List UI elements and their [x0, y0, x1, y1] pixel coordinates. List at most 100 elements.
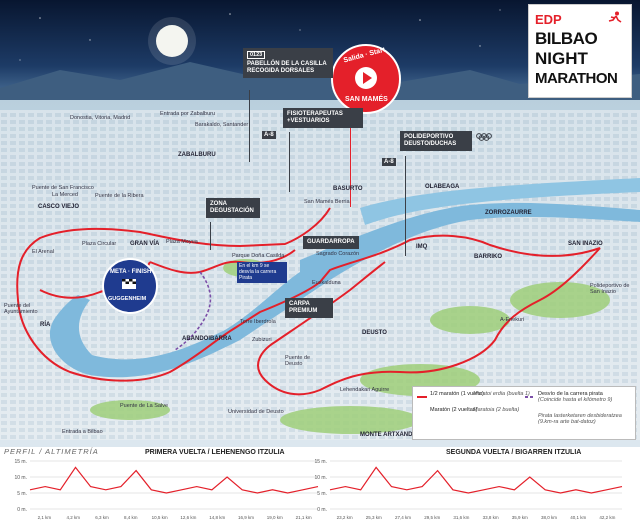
second-x-tick: 23,2 km [337, 515, 353, 520]
label-entrada-zabalburu: Entrada por Zabalburu [160, 111, 216, 117]
first-lap-title: PRIMERA VUELTA / LEHENENGO ITZULIA [145, 449, 285, 456]
first-y-tick: 5 m. [17, 491, 27, 497]
label-el-arenal: El Arenal [32, 249, 55, 255]
first-x-tick: 4,2 km [66, 515, 80, 520]
physio-pin [289, 132, 290, 192]
second-x-tick: 33,8 km [483, 515, 499, 520]
second-x-tick: 42,2 km [599, 515, 615, 520]
label-polideportivo-si: Polideportivo de San Inazio [590, 283, 630, 295]
first-x-tick: 16,9 km [238, 515, 254, 520]
legend-half-swatch [417, 396, 427, 398]
label-a8-b: A-8 [382, 158, 396, 166]
start-badge: Salida · Start SAN MAMÉS [331, 44, 401, 114]
label-zabalburu: ZABALBURU [178, 152, 216, 158]
label-sagrado: Sagrado Corazón [316, 251, 360, 257]
first-x-tick: 10,5 km [152, 515, 168, 520]
label-puente-sf: Puente de San Francisco [32, 185, 94, 191]
first-y-tick: 15 m. [14, 459, 27, 465]
altimetry-profile: PERFIL / ALTIMETRÍA PRIMERA VUELTA / LEH… [0, 447, 640, 523]
legend-item-half: 1/2 maratón (1 vuelta) [430, 391, 484, 397]
start-pin [350, 112, 351, 207]
first-profile-line [29, 466, 319, 494]
label-abandoibarra: ABANDOIBARRA [182, 336, 232, 342]
label-entrada-bilbao: Entrada a Bilbao [62, 429, 103, 435]
second-x-tick: 35,9 km [512, 515, 528, 520]
label-monte-artxanda: MONTE ARTXANDA [360, 432, 417, 438]
first-x-tick: 21,1 km [296, 515, 312, 520]
legend-half-es: 1/2 maratón (1 vuelta) [430, 391, 484, 397]
second-x-tick: 27,4 km [395, 515, 411, 520]
runner-icon [608, 11, 622, 23]
label-la-merced: La Merced [52, 192, 78, 198]
label-a-enekuri: A-Enekuri [500, 317, 525, 323]
label-deusto: DEUSTO [362, 330, 387, 336]
start-badge-top: Salida · Start [342, 46, 386, 65]
label-san-inazio: SAN INAZIO [568, 241, 603, 247]
start-badge-bottom: SAN MAMÉS [345, 96, 388, 103]
legend-full-eu: Maratoia (2 buelta) [473, 407, 520, 413]
first-x-tick: 2,1 km [38, 515, 52, 520]
logo-line1: BILBAO [535, 29, 598, 48]
label-donostia: Donostia, Vitoria, Madrid [70, 115, 131, 121]
second-y-tick: 15 m. [314, 459, 327, 465]
label-a8-a: A-8 [262, 131, 276, 139]
pavilion-text: PABELLÓN DE LA CASILLA RECOGIDA DORSALES [247, 61, 327, 75]
label-barakaldo: Barakaldo, Santander [195, 122, 249, 128]
tasting-pin [210, 222, 211, 250]
legend-pirate-eu-note: (9.km-ra arte bat-datoz) [538, 419, 596, 426]
legend-pirate-eu: Pirata lasterketaren desbideratzea [538, 413, 622, 419]
logo-line3: MARATHON [535, 70, 618, 87]
finish-badge: META · FINISH GUGGENHEIM [102, 258, 158, 314]
label-zorrozaurre: ZORROZAURRE [485, 210, 532, 216]
pavilion-flag: 0123 PABELLÓN DE LA CASILLA RECOGIDA DOR… [243, 48, 333, 79]
finish-badge-top: META · FINISH [110, 269, 152, 275]
label-barrio: BARRIKO [474, 254, 502, 260]
deusto-flag: POLIDEPORTIVO DEUSTO/DUCHAS [400, 131, 492, 151]
moon [156, 25, 188, 57]
label-casco-viejo: CASCO VIEJO [38, 204, 80, 210]
second-profile-line [329, 466, 623, 494]
label-ria: RÍA [40, 322, 51, 328]
label-puente-ayto: Puente del Ayuntamiento [4, 303, 38, 315]
first-y-tick: 10 m. [14, 475, 27, 481]
legend-half-eu: Maratoi erdia (buelta 1) [473, 391, 530, 397]
label-gran-via: GRAN VÍA [130, 241, 160, 247]
label-basurto: BASURTO [333, 186, 363, 192]
second-x-tick: 40,1 km [570, 515, 586, 520]
cloakroom-flag: GUARDARROPA [303, 236, 359, 249]
legend-item-half-eu: Maratoi erdia (buelta 1) [473, 391, 530, 397]
pirate-note: En el km 9 se desvía la carrera Pirata [237, 262, 287, 284]
first-x-tick: 19,0 km [267, 515, 283, 520]
legend-pirate-es: Desvío de la carrera pirata [538, 391, 603, 397]
moon-glow [148, 17, 196, 65]
legend-item-full-eu: Maratoia (2 buelta) [473, 407, 519, 413]
legend-item-pirate: Desvío de la carrera pirata (Coincide ha… [538, 391, 612, 404]
route-legend: 1/2 maratón (1 vuelta) Maratoi erdia (bu… [412, 386, 636, 440]
legend-pirate-note: (Coincide hasta el kilómetro 9) [538, 397, 613, 404]
play-icon [355, 67, 377, 89]
tasting-flag: ZONA DEGUSTACIÓN [206, 198, 260, 218]
first-y-tick: 0 m. [17, 507, 27, 513]
first-x-tick: 12,6 km [180, 515, 196, 520]
label-imq: IMQ [416, 244, 428, 250]
label-puente-salve: Puente de La Salve [120, 403, 169, 409]
second-x-tick: 31,6 km [453, 515, 469, 520]
label-universidad: Universidad de Deusto [228, 409, 284, 415]
label-lehendakari: Lehendakari Aguirre [340, 387, 390, 393]
label-plaza-moyua: Plaza Moyua [166, 239, 198, 245]
logo-line2: NIGHT [535, 49, 588, 68]
label-san-mames: San Mamés Berria [304, 199, 350, 205]
second-y-tick: 0 m. [317, 507, 327, 513]
profile-label: PERFIL / ALTIMETRÍA [4, 447, 99, 456]
label-euskalduna: Euskalduna [312, 280, 341, 286]
pavilion-pin [249, 90, 250, 162]
river-band [360, 178, 640, 225]
label-torre: Torre Iberdrola [240, 319, 276, 325]
legend-full-es: Maratón (2 vueltas) [430, 407, 478, 413]
label-plaza-circular: Plaza Circular [82, 241, 117, 247]
label-puente-deusto: Puente de Deusto [285, 355, 311, 367]
second-y-tick: 10 m. [314, 475, 327, 481]
label-parque-casilla: Parque Doña Casilda [232, 253, 285, 259]
first-x-tick: 14,8 km [209, 515, 225, 520]
legend-item-full: Maratón (2 vueltas) [430, 407, 477, 413]
